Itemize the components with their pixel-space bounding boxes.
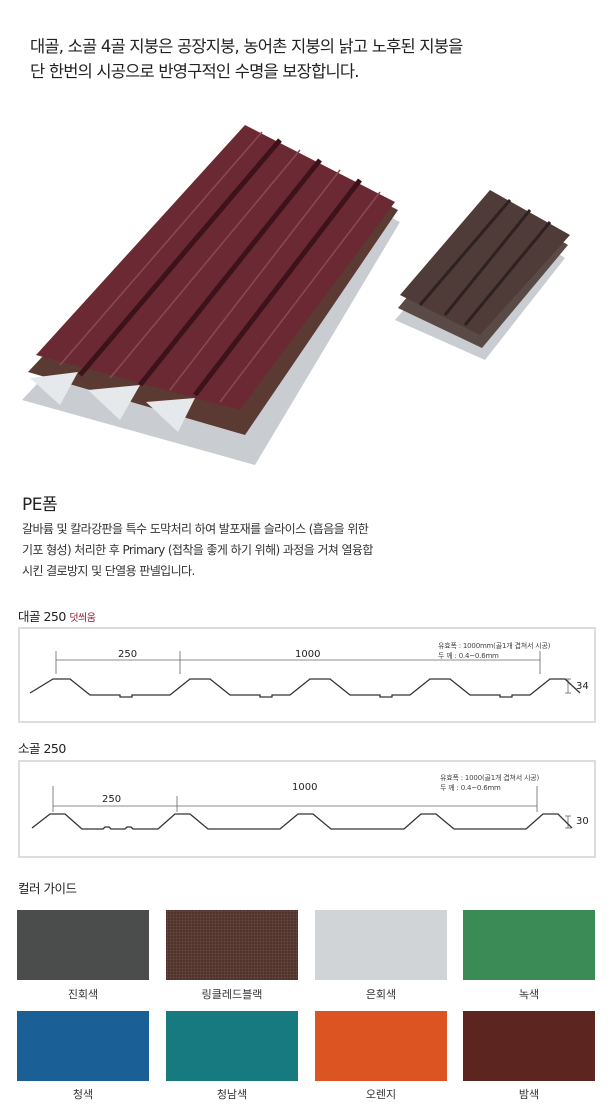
- product-description: 갈바륨 및 칼라강판을 특수 도막처리 하여 발포재를 슬라이스 (흡음을 위한…: [22, 519, 373, 582]
- color-swatch-wrinkle-red-black[interactable]: [166, 910, 298, 980]
- color-guide-title: 컬러 가이드: [18, 881, 77, 896]
- profile-diagram-large: 유효폭 : 1000mm(골1개 겹쳐서 시공) 두 께 : 0.4~0.6mm…: [18, 627, 596, 723]
- height-label: 34: [576, 681, 589, 692]
- profile-title-small: 소골 250: [18, 738, 66, 757]
- headline-line-1: 대골, 소골 4골 지붕은 공장지붕, 농어촌 지붕의 낡고 노후된 지붕을: [30, 37, 463, 56]
- thickness-note: 두 께 : 0.4~0.6mm: [438, 652, 499, 660]
- color-swatch-blue[interactable]: [17, 1011, 149, 1081]
- headline: 대골, 소골 4골 지붕은 공장지붕, 농어촌 지붕의 낡고 노후된 지붕을 단…: [30, 34, 463, 84]
- profile-drawing: [29, 651, 581, 698]
- description-line: 시킨 결로방지 및 단열용 판넬입니다.: [22, 564, 195, 578]
- width-label: 1000: [292, 782, 318, 793]
- color-label: 청남색: [216, 1088, 248, 1101]
- color-swatch-teal[interactable]: [166, 1011, 298, 1081]
- product-title: PE폼: [22, 495, 58, 515]
- width-label: 1000: [295, 649, 321, 660]
- effective-width-note: 유효폭 : 1000(골1개 겹쳐서 시공): [440, 774, 539, 782]
- profile-name: 소골 250: [18, 741, 66, 756]
- color-label: 진회색: [67, 988, 99, 1001]
- height-label: 30: [576, 816, 589, 827]
- color-swatch-silver-gray[interactable]: [315, 910, 447, 980]
- profile-name: 대골 250: [18, 609, 66, 624]
- profile-diagram-small: 유효폭 : 1000(골1개 겹쳐서 시공) 두 께 : 0.4~0.6mm 2…: [18, 760, 596, 858]
- color-swatch-green[interactable]: [463, 910, 595, 980]
- thickness-note: 두 께 : 0.4~0.6mm: [440, 784, 501, 792]
- description-line: 기포 형성) 처리한 후 Primary (접착을 좋게 하기 위해) 과정을 …: [22, 543, 373, 557]
- color-swatch-maroon[interactable]: [463, 1011, 595, 1081]
- headline-line-2: 단 한번의 시공으로 반영구적인 수명을 보장합니다.: [30, 62, 359, 81]
- pitch-label: 250: [102, 794, 122, 805]
- color-label: 녹색: [518, 988, 540, 1001]
- pitch-label: 250: [118, 649, 138, 660]
- color-label: 청색: [72, 1088, 94, 1101]
- color-label: 밤색: [518, 1088, 540, 1101]
- roof-panel-image: [22, 125, 570, 465]
- profile-subtitle: 덧씌움: [69, 613, 96, 624]
- color-label: 링클레드블랙: [201, 988, 263, 1001]
- color-swatch-dark-gray[interactable]: [17, 910, 149, 980]
- color-swatch-orange[interactable]: [315, 1011, 447, 1081]
- description-line: 갈바륨 및 칼라강판을 특수 도막처리 하여 발포재를 슬라이스 (흡음을 위한: [22, 522, 369, 536]
- profile-title-large: 대골 250 덧씌움: [18, 606, 96, 625]
- color-label: 오렌지: [365, 1088, 397, 1101]
- color-label: 은회색: [365, 988, 397, 1001]
- effective-width-note: 유효폭 : 1000mm(골1개 겹쳐서 시공): [438, 642, 551, 650]
- profile-drawing: [31, 786, 573, 830]
- maroon-layer: [36, 125, 395, 410]
